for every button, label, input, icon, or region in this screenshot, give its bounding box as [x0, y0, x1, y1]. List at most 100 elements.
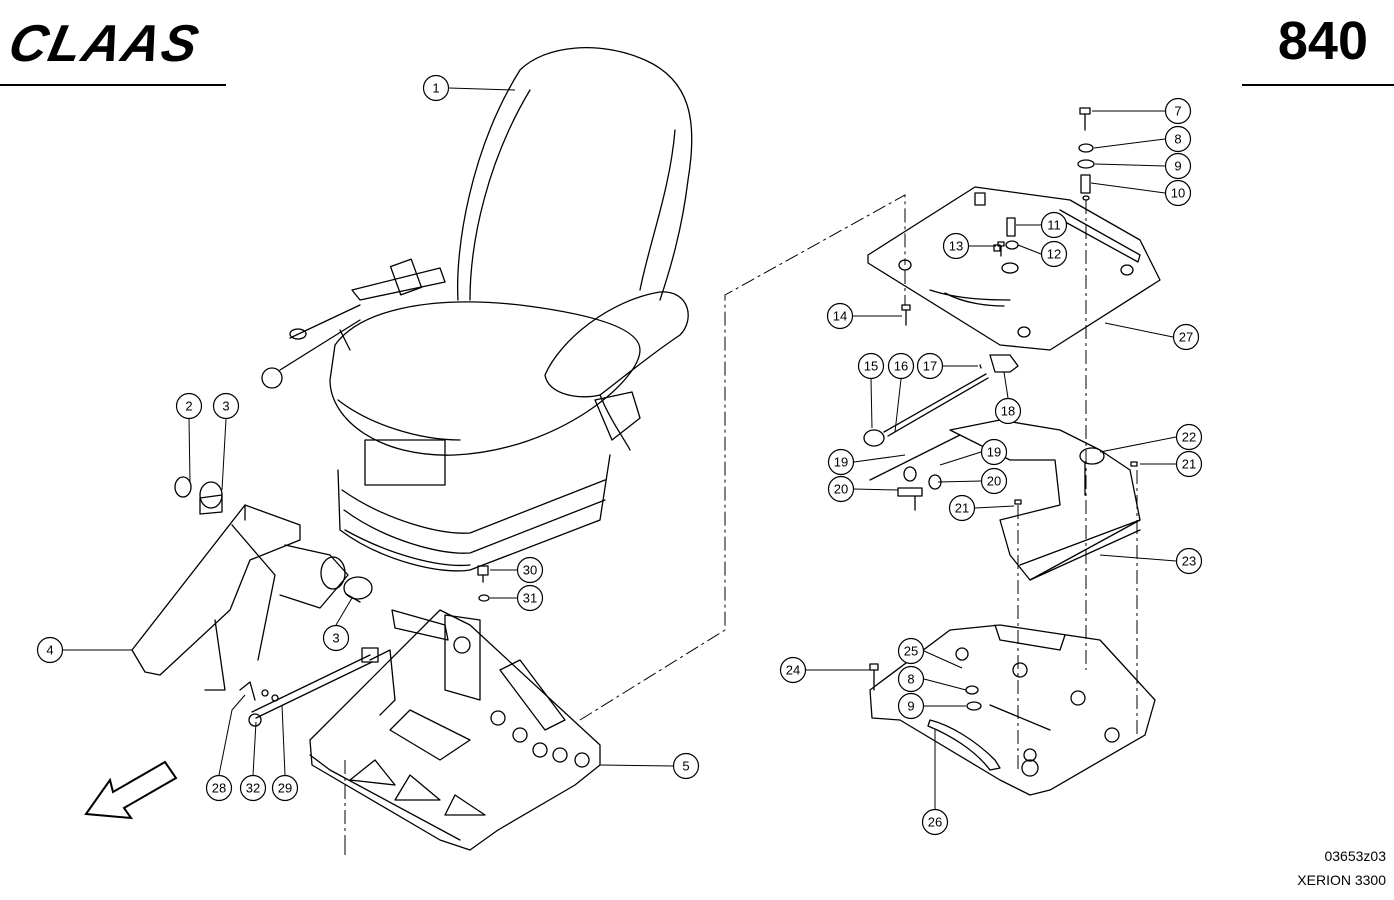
callout-circle: [212, 392, 240, 420]
callout-number: 18: [1001, 404, 1015, 419]
callout-number: 7: [1174, 104, 1181, 119]
part-callout-27: 27: [1104, 322, 1200, 351]
callout-leader-line: [937, 480, 982, 483]
part-callout-19: 19: [827, 448, 906, 476]
callout-circle: [897, 665, 925, 693]
callout-number: 19: [834, 455, 848, 470]
callout-leader-line: [939, 451, 982, 466]
callout-number: 4: [46, 643, 53, 658]
callout-number: 13: [949, 239, 963, 254]
part-callout-23: 23: [1099, 547, 1203, 575]
part-callout-8: 8: [1093, 125, 1192, 153]
part-callout-20: 20: [937, 467, 1008, 495]
part-callout-12: 12: [1017, 240, 1068, 268]
callout-number: 2: [185, 399, 192, 414]
callout-number: 23: [1182, 554, 1196, 569]
hardware-stack: [901, 107, 1095, 326]
callout-leader-line: [1104, 322, 1174, 338]
callout-circle: [994, 397, 1022, 425]
part-callout-18: 18: [994, 371, 1022, 425]
callout-leader-line: [870, 378, 873, 429]
callout-leader-line: [1093, 138, 1166, 149]
part-callout-7: 7: [1092, 97, 1192, 125]
machine-model: XERION 3300: [1297, 872, 1386, 888]
part-callout-3: 3: [322, 597, 353, 652]
callout-number: 21: [955, 501, 969, 516]
callout-circle: [175, 392, 203, 420]
part-callout-3: 3: [212, 392, 240, 491]
callout-circle: [948, 494, 976, 522]
callout-circle: [1175, 547, 1203, 575]
callout-circle: [1175, 423, 1203, 451]
callout-number: 3: [222, 399, 229, 414]
callout-number: 30: [523, 563, 537, 578]
callout-circle: [1164, 97, 1192, 125]
callout-circle: [857, 352, 885, 380]
callout-leader-line: [281, 704, 286, 776]
callout-number: 25: [904, 644, 918, 659]
callout-number: 9: [1174, 159, 1181, 174]
direction-arrow-icon: [84, 760, 178, 820]
callout-circle: [1172, 323, 1200, 351]
part-callout-15: 15: [857, 352, 885, 429]
part-callout-14: 14: [826, 302, 902, 330]
callout-leader-line: [923, 650, 963, 669]
callout-number: 8: [1174, 132, 1181, 147]
part-callout-10: 10: [1090, 179, 1192, 207]
callout-leader-line: [1003, 371, 1009, 399]
callout-leader-line: [853, 488, 899, 491]
callout-number: 26: [928, 815, 942, 830]
part-callout-8: 8: [897, 665, 967, 693]
callout-number: 21: [1182, 457, 1196, 472]
part-callout-1: 1: [422, 74, 516, 102]
callout-circle: [672, 752, 700, 780]
part-callout-5: 5: [599, 752, 700, 780]
callout-leader-line: [974, 505, 1015, 509]
callout-leader-line: [188, 418, 191, 483]
callout-circle: [1164, 152, 1192, 180]
part-callout-31: 31: [490, 584, 544, 612]
adjusting-rod: [863, 354, 1019, 447]
callout-circle: [980, 438, 1008, 466]
callout-number: 8: [907, 672, 914, 687]
callout-number: 28: [212, 781, 226, 796]
callout-circle: [942, 232, 970, 260]
seat-base-plate: [309, 609, 601, 851]
callout-circle: [826, 302, 854, 330]
callout-number: 11: [1047, 218, 1061, 233]
callout-number: 27: [1179, 330, 1193, 345]
callout-circle: [980, 467, 1008, 495]
callout-leader-line: [1090, 182, 1166, 194]
page-number: 840: [1277, 11, 1368, 71]
part-callout-11: 11: [1016, 211, 1068, 239]
callout-number: 31: [523, 591, 537, 606]
callout-number: 16: [894, 359, 908, 374]
part-callout-26: 26: [921, 730, 949, 836]
slide-plate: [869, 419, 1141, 581]
assembly-lines: [344, 194, 1138, 855]
callout-circle: [921, 808, 949, 836]
part-callout-22: 22: [1099, 423, 1203, 453]
callout-leader-line: [221, 418, 227, 491]
callout-leader-line: [853, 454, 906, 463]
part-callout-20: 20: [827, 475, 899, 503]
callout-circle: [1164, 125, 1192, 153]
part-callout-16: 16: [887, 352, 915, 433]
callout-leader-line: [448, 87, 516, 91]
part-callout-21: 21: [948, 494, 1015, 522]
callout-leader-line: [252, 721, 257, 776]
callout-circle: [1175, 450, 1203, 478]
part-callout-29: 29: [271, 704, 299, 802]
callout-number: 20: [987, 474, 1001, 489]
callout-circle: [827, 475, 855, 503]
callout-circle: [271, 774, 299, 802]
callout-circle: [897, 692, 925, 720]
part-callout-32: 32: [239, 721, 267, 802]
part-callout-19: 19: [939, 438, 1008, 466]
part-callout-9: 9: [897, 692, 966, 720]
callout-leader-line: [923, 678, 967, 691]
callout-leader-line: [1099, 436, 1177, 453]
callout-leader-line: [894, 378, 902, 433]
